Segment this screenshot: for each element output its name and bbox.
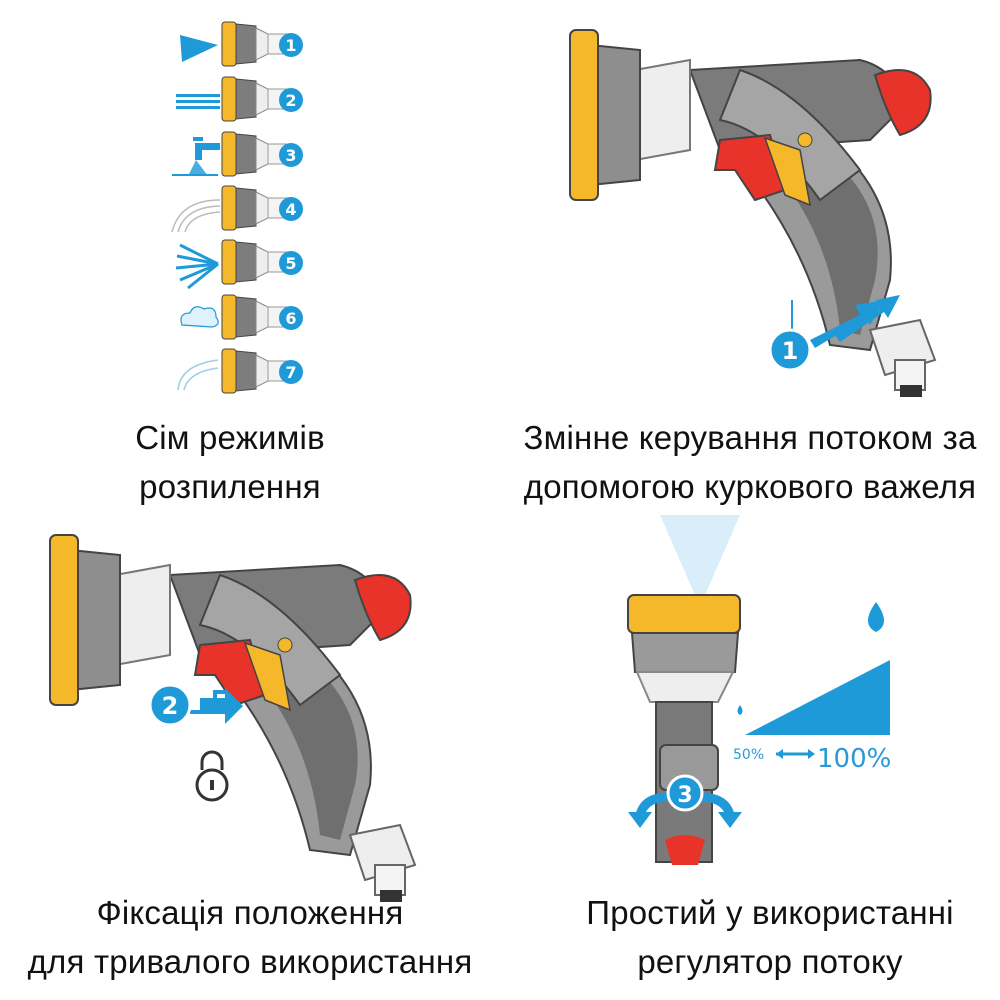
- caption-line: допомогою куркового важеля: [523, 468, 977, 505]
- shower-flat-icon: [176, 94, 220, 109]
- caption-spray-modes: Сім режимів розпилення: [60, 413, 400, 511]
- caption-line: для тривалого використання: [27, 943, 473, 980]
- large-drop-icon: [868, 602, 884, 632]
- mode-badge: 5: [285, 254, 296, 273]
- small-drop-icon: [737, 705, 743, 715]
- flow-max-label: 100%: [817, 744, 891, 774]
- fan-icon: [175, 243, 219, 290]
- mode-badges: 1 2 3 4 5 6 7: [279, 33, 303, 384]
- padlock-icon: [195, 750, 229, 802]
- caption-line: Сім режимів: [135, 419, 325, 456]
- trigger-gun-illustration: 1: [569, 29, 936, 398]
- lock-gun-illustration: 2: [49, 534, 416, 903]
- caption-line: Змінне керування потоком за: [523, 419, 977, 456]
- flow-arrows-icon: [791, 295, 900, 348]
- caption-line: розпилення: [139, 468, 321, 505]
- flow-min-label: 50%: [733, 747, 764, 763]
- mode-badge: 3: [285, 146, 296, 165]
- step-badge: 3: [677, 783, 692, 808]
- step-badge: 2: [162, 692, 179, 720]
- caption-trigger-control: Змінне керування потоком за допомогою ку…: [500, 413, 1000, 511]
- caption-line: Фіксація положення: [96, 894, 404, 931]
- mist-cloud-icon: [180, 306, 219, 328]
- step-badge: 1: [782, 337, 799, 365]
- caption-flow-regulator: Простий у використанні регулятор потоку: [540, 888, 1000, 986]
- bubbler-icon: [177, 359, 219, 391]
- mode-badge: 7: [285, 363, 296, 382]
- spray-modes-list: 1 2 3 4 5 6 7: [171, 21, 303, 394]
- flow-ramp: [745, 660, 890, 735]
- flow-regulator-illustration: 3 50% 100%: [627, 515, 891, 865]
- mode-badge: 1: [285, 36, 296, 55]
- mode-badge: 4: [285, 200, 296, 219]
- caption-line: Простий у використанні: [586, 894, 954, 931]
- mode-badge: 6: [285, 309, 296, 328]
- soaker-arc-icon: [171, 199, 221, 233]
- jet-icon: [180, 35, 218, 62]
- mode-badge: 2: [285, 91, 296, 110]
- caption-lock-position: Фіксація положення для тривалого викорис…: [20, 888, 480, 986]
- tap-icon: [172, 137, 220, 176]
- caption-line: регулятор потоку: [637, 943, 903, 980]
